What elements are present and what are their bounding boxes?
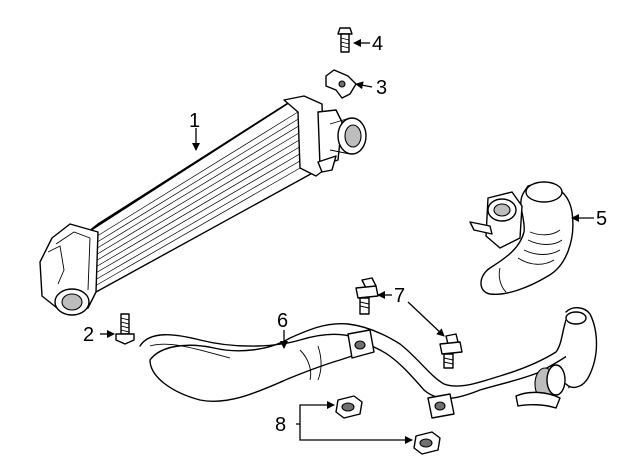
leader-8b — [299, 424, 413, 444]
leader-lines — [100, 39, 594, 444]
leader-8a — [296, 401, 335, 425]
charge-pipe-part-6[interactable] — [139, 307, 598, 419]
callout-5: 5 — [596, 208, 607, 230]
bolt-part-2[interactable] — [115, 313, 135, 345]
callout-8: 8 — [275, 414, 286, 436]
leader-3 — [355, 81, 373, 90]
intercooler-part[interactable] — [39, 95, 367, 316]
bolt-part-4[interactable] — [337, 27, 353, 53]
inlet-hose-part-5[interactable] — [469, 181, 574, 295]
nut-part-8a[interactable] — [335, 395, 363, 419]
intercooler-fins — [93, 111, 315, 287]
callout-1: 1 — [189, 110, 200, 132]
bolt-part-7a[interactable] — [355, 277, 379, 315]
nut-part-8b[interactable] — [413, 431, 441, 455]
callout-3: 3 — [376, 77, 387, 99]
leader-7b — [407, 301, 445, 337]
bracket-part-3[interactable] — [325, 69, 357, 99]
bolt-part-7b[interactable] — [439, 333, 463, 369]
callout-7: 7 — [394, 285, 405, 307]
callout-6: 6 — [277, 310, 288, 332]
callout-2: 2 — [83, 324, 94, 346]
callout-4: 4 — [372, 33, 383, 55]
